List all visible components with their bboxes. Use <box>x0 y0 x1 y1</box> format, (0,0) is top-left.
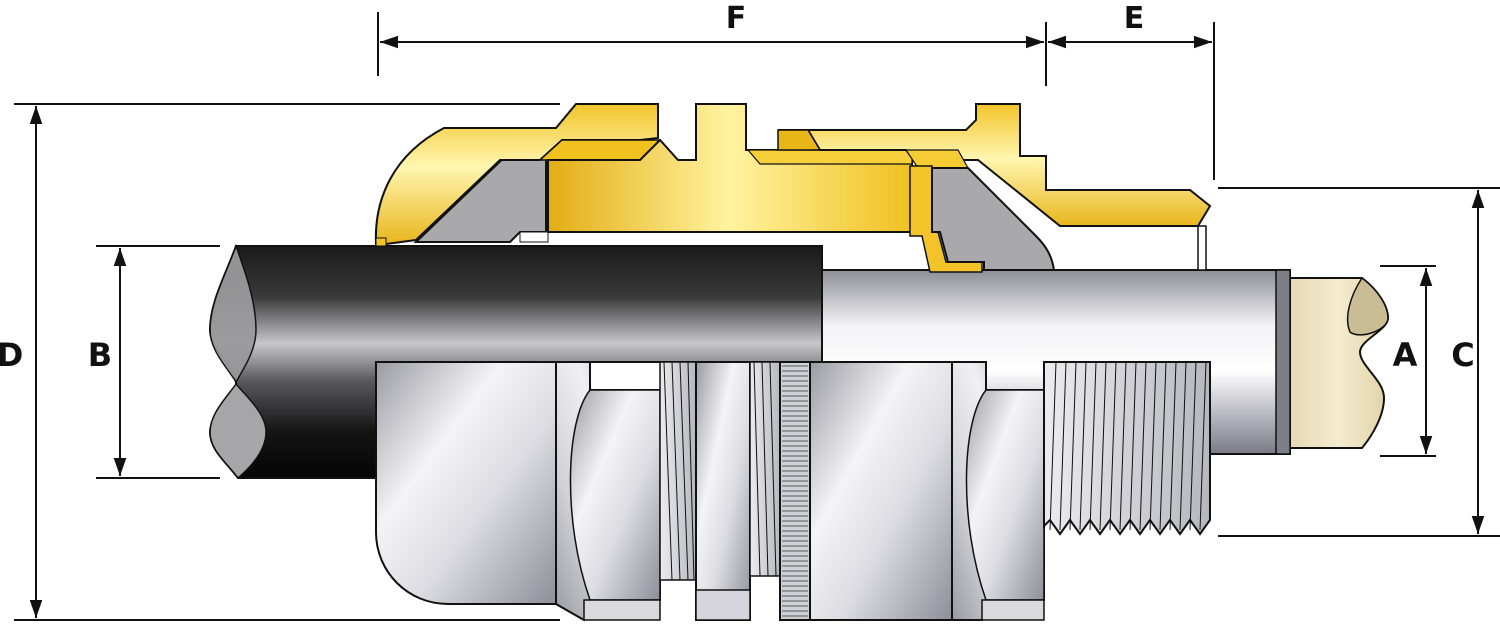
thread-flank-line <box>1129 361 1137 531</box>
thread-flank-line <box>1049 361 1057 531</box>
thread-flank-line <box>1149 361 1157 531</box>
thread-flank-line <box>1159 361 1167 531</box>
thread-flank-line <box>1099 361 1107 531</box>
thread-flank-line <box>1059 361 1067 531</box>
label-F: F <box>726 1 747 36</box>
label-C: C <box>1451 336 1474 374</box>
label-E: E <box>1124 1 1145 36</box>
thread-flank-line <box>1179 361 1187 531</box>
label-B: B <box>88 336 112 374</box>
label-D: D <box>0 336 23 374</box>
thread-flank-line <box>1199 361 1207 531</box>
label-A: A <box>1393 336 1418 374</box>
thread-flank-line <box>1069 361 1077 531</box>
thread-flank-line <box>1109 361 1117 531</box>
conductor-core <box>1287 276 1390 449</box>
thread-flank-line <box>1119 361 1127 531</box>
thread-flank-line <box>1079 361 1087 531</box>
thread-flank-line <box>1169 361 1177 531</box>
gland-body-lower <box>375 361 1211 622</box>
dimension-lines <box>14 12 1500 621</box>
thread-flank-line <box>1189 361 1197 531</box>
thread-flank-line <box>1139 361 1147 531</box>
thread-flank-line <box>1089 361 1097 531</box>
gland-body-upper-section <box>374 103 1212 273</box>
